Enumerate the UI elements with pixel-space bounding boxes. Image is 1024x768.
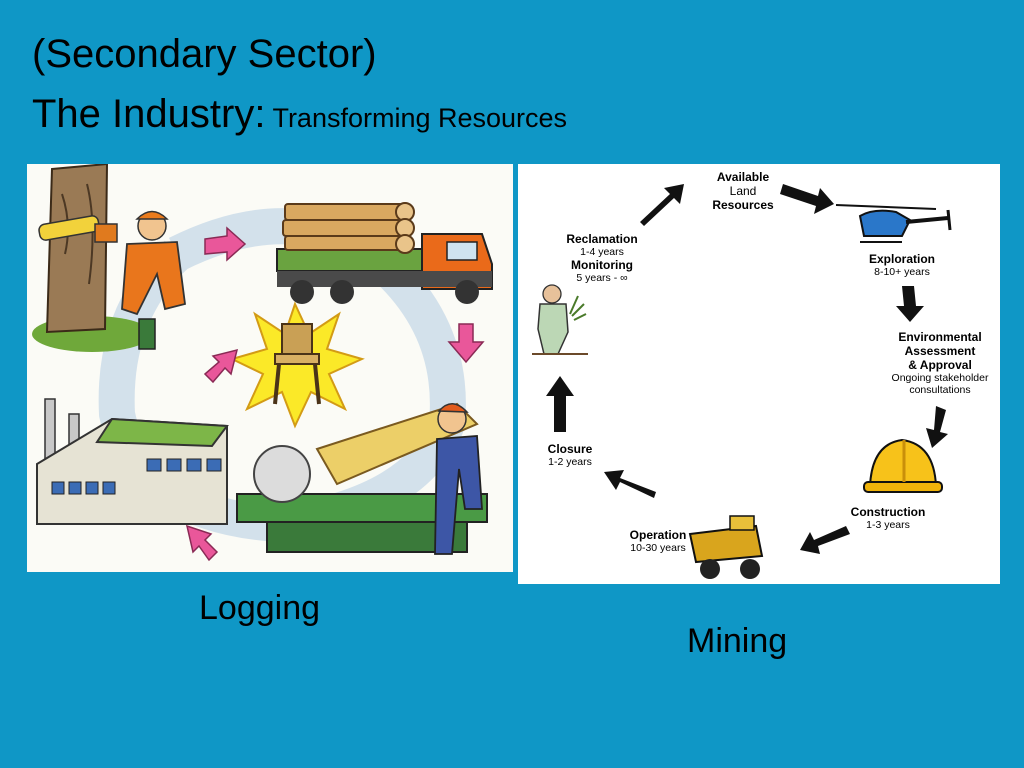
- stage-name: Reclamation: [566, 232, 638, 246]
- logging-caption: Logging: [199, 589, 321, 627]
- planter-figure-icon: [532, 284, 588, 355]
- stage-name-line: Assessment: [904, 344, 976, 358]
- stage-available-resources: Available Land Resources: [712, 170, 773, 212]
- slide-title-line-2: The Industry: Transforming Resources: [32, 94, 567, 134]
- stage-operation: Operation 10-30 years: [630, 528, 687, 554]
- cycle-arrows-pink: [185, 226, 485, 562]
- arrow-icon: [780, 184, 834, 214]
- slide-title-line-1: (Secondary Sector): [32, 32, 377, 76]
- stage-duration: 10-30 years: [630, 542, 686, 554]
- stage-environmental-assessment: Environmental Assessment & Approval Ongo…: [892, 330, 989, 396]
- stage-name: Closure: [547, 442, 593, 456]
- stage-name-line: Resources: [712, 198, 774, 212]
- stage-exploration: Exploration 8-10+ years: [869, 252, 935, 278]
- arrow-icon: [800, 526, 850, 554]
- chainsaw-icon: [38, 215, 118, 243]
- factory-building-icon: [36, 398, 229, 525]
- logging-cycle-drawing: [32, 164, 493, 562]
- stage-name: Operation: [629, 528, 687, 542]
- stage-note: Ongoing stakeholder: [891, 372, 989, 384]
- stage-name-line: Land: [729, 184, 757, 198]
- slide-title-sub: Transforming Resources: [265, 103, 568, 133]
- stage-note: consultations: [909, 384, 971, 396]
- helicopter-icon: [835, 204, 952, 243]
- stage-duration: 5 years - ∞: [576, 272, 628, 284]
- arrow-icon: [447, 323, 485, 364]
- haul-truck-icon: [688, 515, 764, 579]
- log-truck-icon: [276, 202, 493, 304]
- arrow-icon: [896, 286, 924, 322]
- stage-duration: 1-2 years: [548, 456, 592, 468]
- stage-reclamation-monitoring: Reclamation 1-4 years Monitoring 5 years…: [566, 232, 637, 284]
- mining-cycle-drawing: [532, 184, 952, 579]
- stage-construction: Construction 1-3 years: [851, 505, 926, 531]
- logging-illustration: [27, 164, 513, 572]
- mining-cycle-diagram: Available Land Resources Exploration 8-1…: [518, 164, 1000, 584]
- stage-duration: 1-3 years: [866, 519, 910, 531]
- stage-duration: 1-4 years: [580, 246, 624, 258]
- logger-figure: [121, 210, 186, 350]
- cycle-arrows-black: [546, 184, 948, 554]
- arrow-icon: [185, 524, 219, 562]
- stage-name-line: Monitoring: [571, 258, 633, 272]
- arrow-icon: [640, 184, 684, 226]
- slide-title-main: The Industry:: [32, 92, 266, 136]
- sawmill-worker-figure: [434, 403, 483, 555]
- stage-name: Exploration: [868, 252, 936, 266]
- stage-closure: Closure 1-2 years: [548, 442, 593, 468]
- mining-caption: Mining: [687, 622, 788, 660]
- stage-name: Available: [716, 170, 770, 184]
- arrow-icon: [204, 226, 247, 262]
- arrow-icon: [926, 406, 948, 448]
- stage-name-line: & Approval: [908, 358, 972, 372]
- stage-name: Construction: [850, 505, 926, 519]
- stage-duration: 8-10+ years: [874, 266, 930, 278]
- arrow-icon: [604, 470, 656, 498]
- hard-hat-icon: [863, 438, 943, 493]
- arrow-icon: [546, 376, 574, 432]
- chair-product-icon: [229, 301, 365, 429]
- tree-feller-scene: [32, 164, 186, 352]
- sawmill-scene: [236, 402, 488, 555]
- stage-name: Environmental: [898, 330, 982, 344]
- arrow-icon: [203, 348, 239, 384]
